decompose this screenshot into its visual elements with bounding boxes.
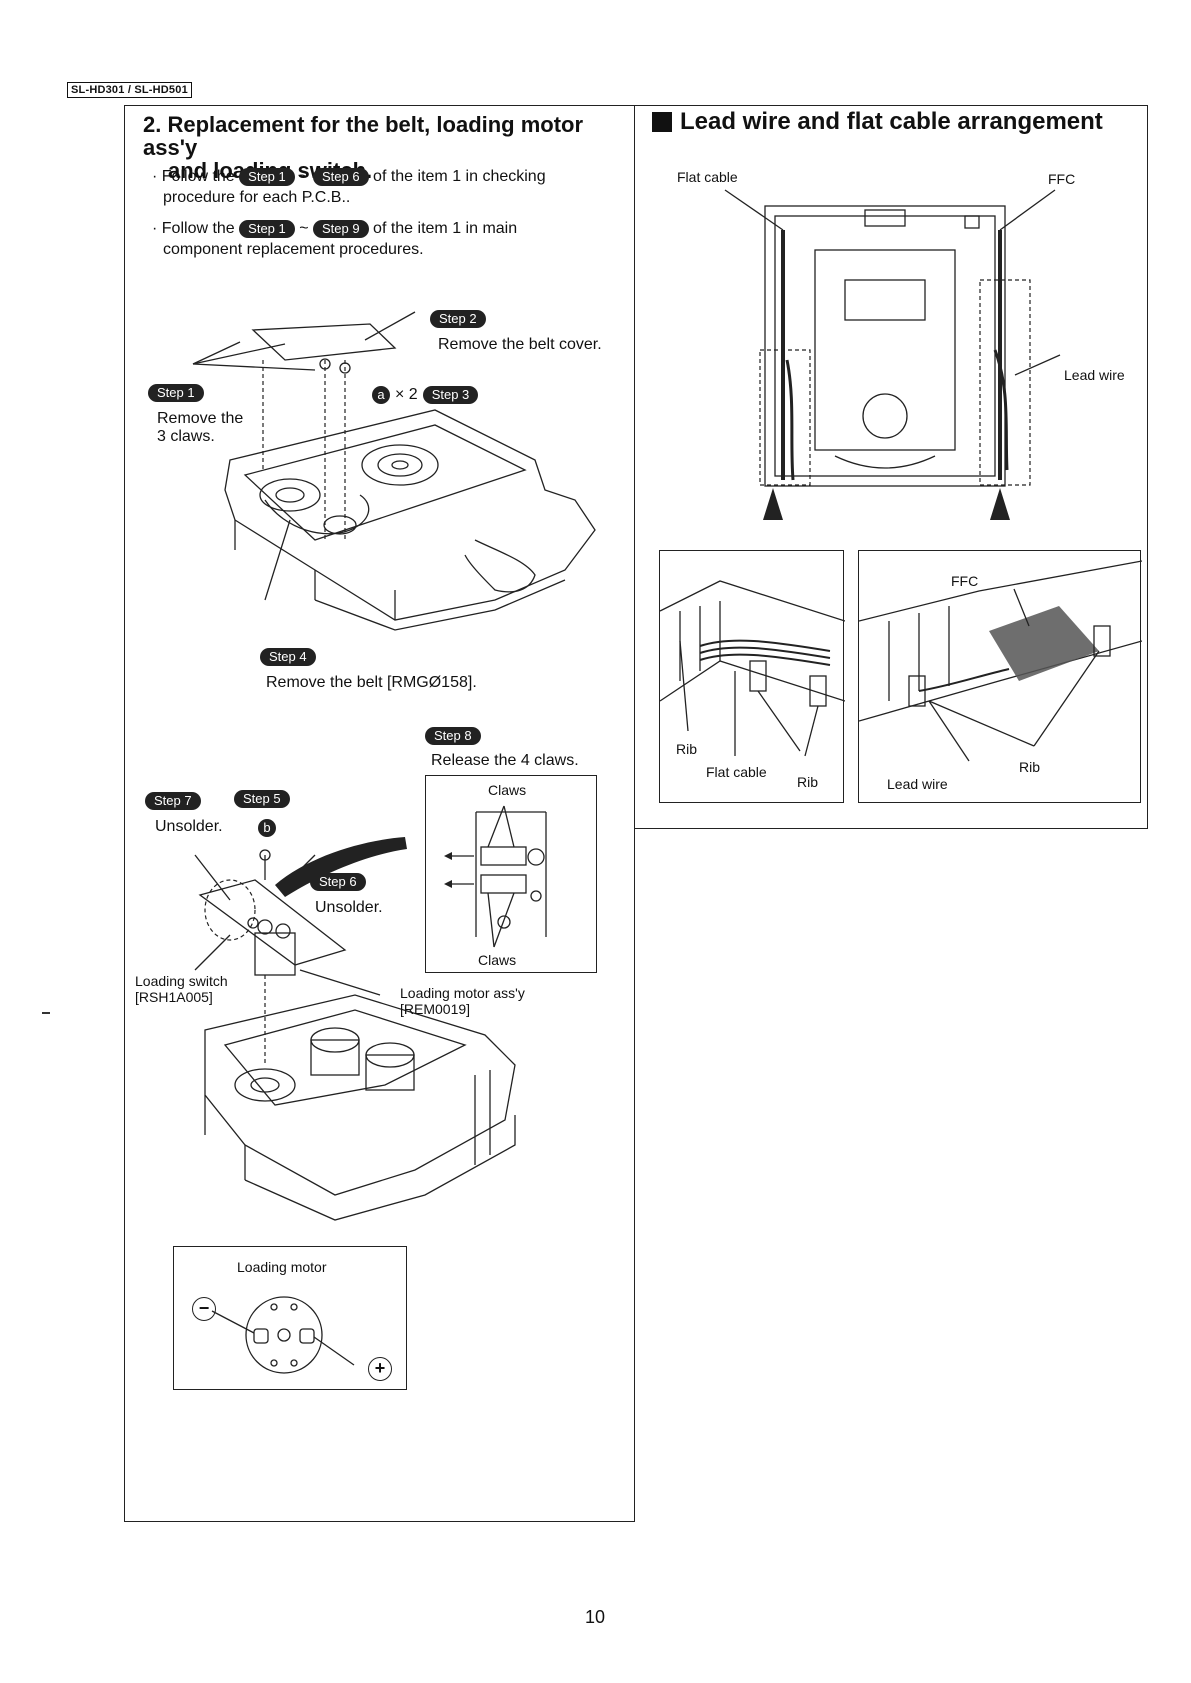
right-title: Lead wire and flat cable arrangement [652, 108, 1103, 135]
lead-wire-bottom-label: Lead wire [887, 776, 948, 792]
right-title-text: Lead wire and flat cable arrangement [680, 108, 1103, 135]
detail-right-box: FFC Rib Lead wire [858, 550, 1142, 803]
detail-left-drawing [660, 580, 845, 757]
bullet1-suffix: of the item 1 in checking [373, 168, 546, 185]
step-badge: Step 9 [313, 219, 369, 238]
step-badge: Step 8 [425, 727, 481, 745]
marker-a: a [372, 385, 390, 404]
step-badge: Step 1 [239, 219, 295, 238]
rib-left-label: Rib [676, 741, 698, 757]
claws-detail-drawing [444, 805, 547, 948]
step1-text: Remove the 3 claws. [157, 408, 243, 447]
cabinet-top-view [724, 189, 1061, 520]
step1-label: Step 1 [148, 384, 204, 402]
motor-terminal-drawing [211, 1296, 355, 1374]
right-panel [634, 105, 1148, 829]
bullet-1: · Follow the Step 1 ~ Step 6 of the item… [152, 166, 622, 208]
left-title-line1: 2. Replacement for the belt, loading mot… [143, 112, 584, 160]
page-number: 10 [585, 1607, 606, 1627]
detail-left-box: Rib Flat cable Rib [659, 550, 845, 803]
loading-motor-box: Loading motor − + [173, 1246, 407, 1390]
step6-text: Unsolder. [315, 899, 383, 916]
step2-label: Step 2 [430, 310, 486, 328]
claws-bottom-label: Claws [478, 952, 517, 968]
loading-switch-label: Loading switch [RSH1A005] [135, 973, 228, 1005]
loading-motor-title: Loading motor [237, 1259, 327, 1275]
loading-motor-assy-label: Loading motor ass'y [REM0019] [400, 985, 525, 1017]
step1-text-line1: Remove the [157, 410, 244, 427]
flat-cable-bottom-label: Flat cable [706, 764, 767, 780]
bullet2-suffix: of the item 1 in main [373, 220, 518, 237]
detail-right-drawing [859, 560, 1142, 762]
margin-mark [42, 1012, 50, 1014]
step-badge: Step 1 [148, 384, 204, 402]
step-badge: Step 7 [145, 792, 201, 810]
step2-text: Remove the belt cover. [438, 336, 602, 353]
loading-motor-illustration [194, 837, 516, 1221]
square-bullet-icon [652, 111, 672, 132]
step-badge: Step 1 [239, 167, 295, 186]
step-badge: Step 6 [310, 873, 366, 891]
step-badge: Step 6 [313, 167, 369, 186]
step7-text: Unsolder. [155, 818, 223, 835]
step6-label: Step 6 [310, 873, 366, 891]
step3-count: × 2 [395, 386, 418, 403]
flat-cable-top-label: Flat cable [677, 169, 738, 185]
bullet2-sep: ~ [299, 220, 309, 237]
claws-top-label: Claws [488, 782, 527, 798]
step8-text: Release the 4 claws. [431, 752, 579, 769]
bullet-2: · Follow the Step 1 ~ Step 9 of the item… [152, 218, 622, 260]
step-badge: Step 5 [234, 790, 290, 808]
belt-mechanism-illustration [192, 311, 596, 631]
bullet2-prefix: Follow the [161, 220, 235, 237]
marker-b: b [258, 819, 276, 837]
claws-detail-box: Claws Claws [425, 775, 597, 973]
step7-label: Step 7 [145, 792, 201, 810]
step4-text: Remove the belt [RMGØ158]. [266, 674, 477, 691]
model-tag: SL-HD301 / SL-HD501 [67, 82, 192, 98]
ffc-bottom-label: FFC [951, 573, 979, 589]
step-badge: Step 4 [260, 648, 316, 666]
plus-icon: + [368, 1357, 392, 1381]
step5-label: Step 5 [234, 790, 290, 808]
minus-icon: − [192, 1297, 216, 1321]
bullet1-line2: procedure for each P.C.B.. [163, 189, 351, 206]
bullet1-prefix: Follow the [161, 168, 235, 185]
loading-motor-assy-part: [REM0019] [400, 1001, 471, 1017]
step8-label: Step 8 [425, 727, 481, 745]
step3-group: a × 2 Step 3 [372, 384, 479, 405]
loading-motor-assy-name: Loading motor ass'y [400, 985, 525, 1001]
step1-text-line2: 3 claws. [157, 428, 215, 445]
ffc-top-label: FFC [1048, 171, 1076, 187]
loading-switch-part: [RSH1A005] [135, 989, 213, 1005]
step-badge: Step 2 [430, 310, 486, 328]
loading-switch-name: Loading switch [135, 973, 228, 989]
bullet1-sep: ~ [299, 168, 309, 185]
rib-right-label: Rib [1019, 759, 1041, 775]
step4-label: Step 4 [260, 648, 316, 666]
bullet2-line2: component replacement procedures. [163, 241, 424, 258]
lead-wire-side-label: Lead wire [1064, 367, 1125, 383]
step-badge: Step 3 [422, 385, 479, 404]
rib-mid-label: Rib [797, 774, 819, 790]
